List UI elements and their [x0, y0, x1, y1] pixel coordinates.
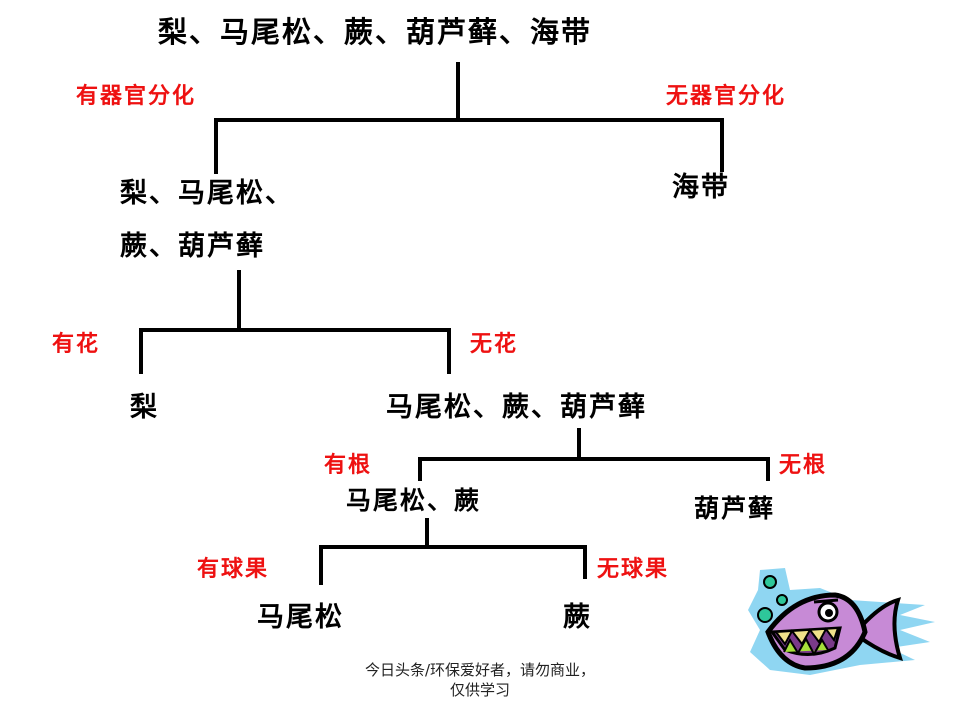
node-organ-plants-line1: 梨、马尾松、 — [120, 178, 294, 209]
connector-line — [583, 545, 587, 579]
connector-line — [425, 518, 429, 548]
footer-line-2: 仅供学习 — [449, 681, 510, 699]
connector-line — [766, 457, 770, 481]
connector-line — [139, 328, 451, 332]
connector-line — [720, 118, 724, 172]
connector-line — [237, 270, 241, 330]
connector-line — [214, 118, 218, 174]
connector-line — [214, 118, 724, 122]
connector-line — [456, 62, 460, 120]
branch-label-no-organ-differentiation: 无器官分化 — [666, 84, 787, 109]
connector-line — [319, 545, 323, 585]
cartoon-fish-icon — [748, 568, 935, 675]
branch-label-has-cone: 有球果 — [197, 557, 270, 582]
root-node: 梨、马尾松、蕨、葫芦藓、海带 — [158, 15, 593, 49]
branch-label-has-organ-differentiation: 有器官分化 — [76, 84, 197, 109]
branch-label-no-cone: 无球果 — [597, 557, 670, 582]
node-masson-pine: 马尾松 — [257, 602, 344, 633]
node-moss: 葫芦藓 — [694, 494, 776, 523]
branch-label-no-root: 无根 — [779, 453, 828, 478]
node-kelp: 海带 — [672, 172, 730, 203]
connector-line — [319, 545, 587, 549]
connector-line — [418, 457, 422, 481]
node-organ-plants-line2: 蕨、葫芦藓 — [120, 231, 265, 262]
branch-label-has-root: 有根 — [324, 453, 373, 478]
node-pear: 梨 — [130, 392, 159, 423]
node-rooted-plants: 马尾松、蕨 — [346, 486, 482, 515]
footer-line-1: 今日头条/环保爱好者，请勿商业， — [364, 661, 596, 679]
node-non-flowering: 马尾松、蕨、葫芦藓 — [386, 392, 647, 423]
connector-line — [418, 457, 770, 461]
branch-label-has-flower: 有花 — [52, 332, 101, 357]
watermark-footer: 今日头条/环保爱好者，请勿商业， 仅供学习 — [320, 660, 640, 700]
connector-line — [139, 328, 143, 374]
connector-line — [447, 328, 451, 374]
connector-line — [577, 428, 581, 460]
branch-label-no-flower: 无花 — [470, 332, 519, 357]
node-fern: 蕨 — [563, 602, 592, 633]
